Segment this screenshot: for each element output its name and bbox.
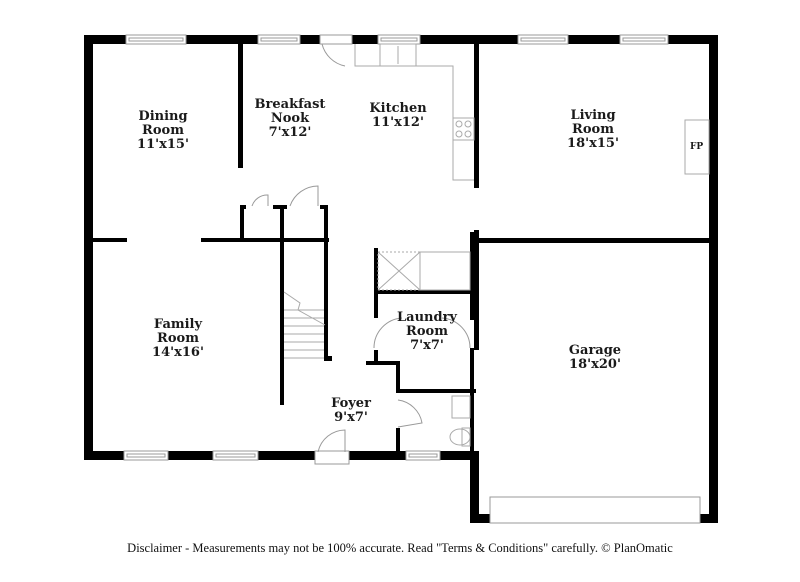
room-dimensions: 7'x7' — [410, 338, 444, 353]
room-dimensions: 18'x20' — [569, 357, 621, 372]
room-dimensions: 7'x12' — [268, 125, 312, 140]
room-label-living-room: Living Room 18'x15' — [567, 109, 619, 151]
room-label-dining-room: Dining Room 11'x15' — [137, 110, 189, 152]
room-name: Laundry — [397, 310, 457, 325]
interior-walls — [93, 44, 718, 456]
room-dimensions: 11'x15' — [137, 137, 189, 152]
room-dimensions: 14'x16' — [152, 345, 204, 360]
disclaimer-text: Disclaimer - Measurements may not be 100… — [127, 541, 673, 555]
room-name: Family — [153, 317, 203, 332]
room-label-laundry-room: Laundry Room 7'x7' — [397, 311, 457, 353]
room-label-family-room: Family Room 14'x16' — [152, 318, 204, 360]
room-name: Room — [142, 123, 184, 138]
room-label-garage: Garage 18'x20' — [569, 344, 621, 372]
room-name: Kitchen — [369, 101, 427, 116]
room-label-breakfast-nook: Breakfast Nook 7'x12' — [255, 98, 326, 140]
room-name: Living — [570, 108, 616, 123]
room-name: Dining — [138, 109, 188, 124]
fixtures — [283, 43, 710, 447]
room-name: Breakfast — [254, 97, 326, 112]
room-label-kitchen: Kitchen 11'x12' — [369, 102, 426, 130]
room-name: Foyer — [331, 396, 371, 411]
room-name: Nook — [270, 111, 310, 126]
room-dimensions: 9'x7' — [334, 410, 368, 425]
room-name: Room — [572, 122, 614, 137]
room-name: Room — [157, 331, 199, 346]
fireplace-label: FP — [690, 142, 704, 152]
room-name: Room — [406, 324, 448, 339]
room-dimensions: 11'x12' — [372, 115, 424, 130]
room-dimensions: 18'x15' — [567, 136, 619, 151]
windows — [123, 34, 669, 461]
doors — [251, 34, 701, 524]
exterior-walls — [84, 35, 718, 523]
room-label-foyer: Foyer 9'x7' — [331, 397, 371, 425]
room-name: Garage — [568, 343, 622, 358]
